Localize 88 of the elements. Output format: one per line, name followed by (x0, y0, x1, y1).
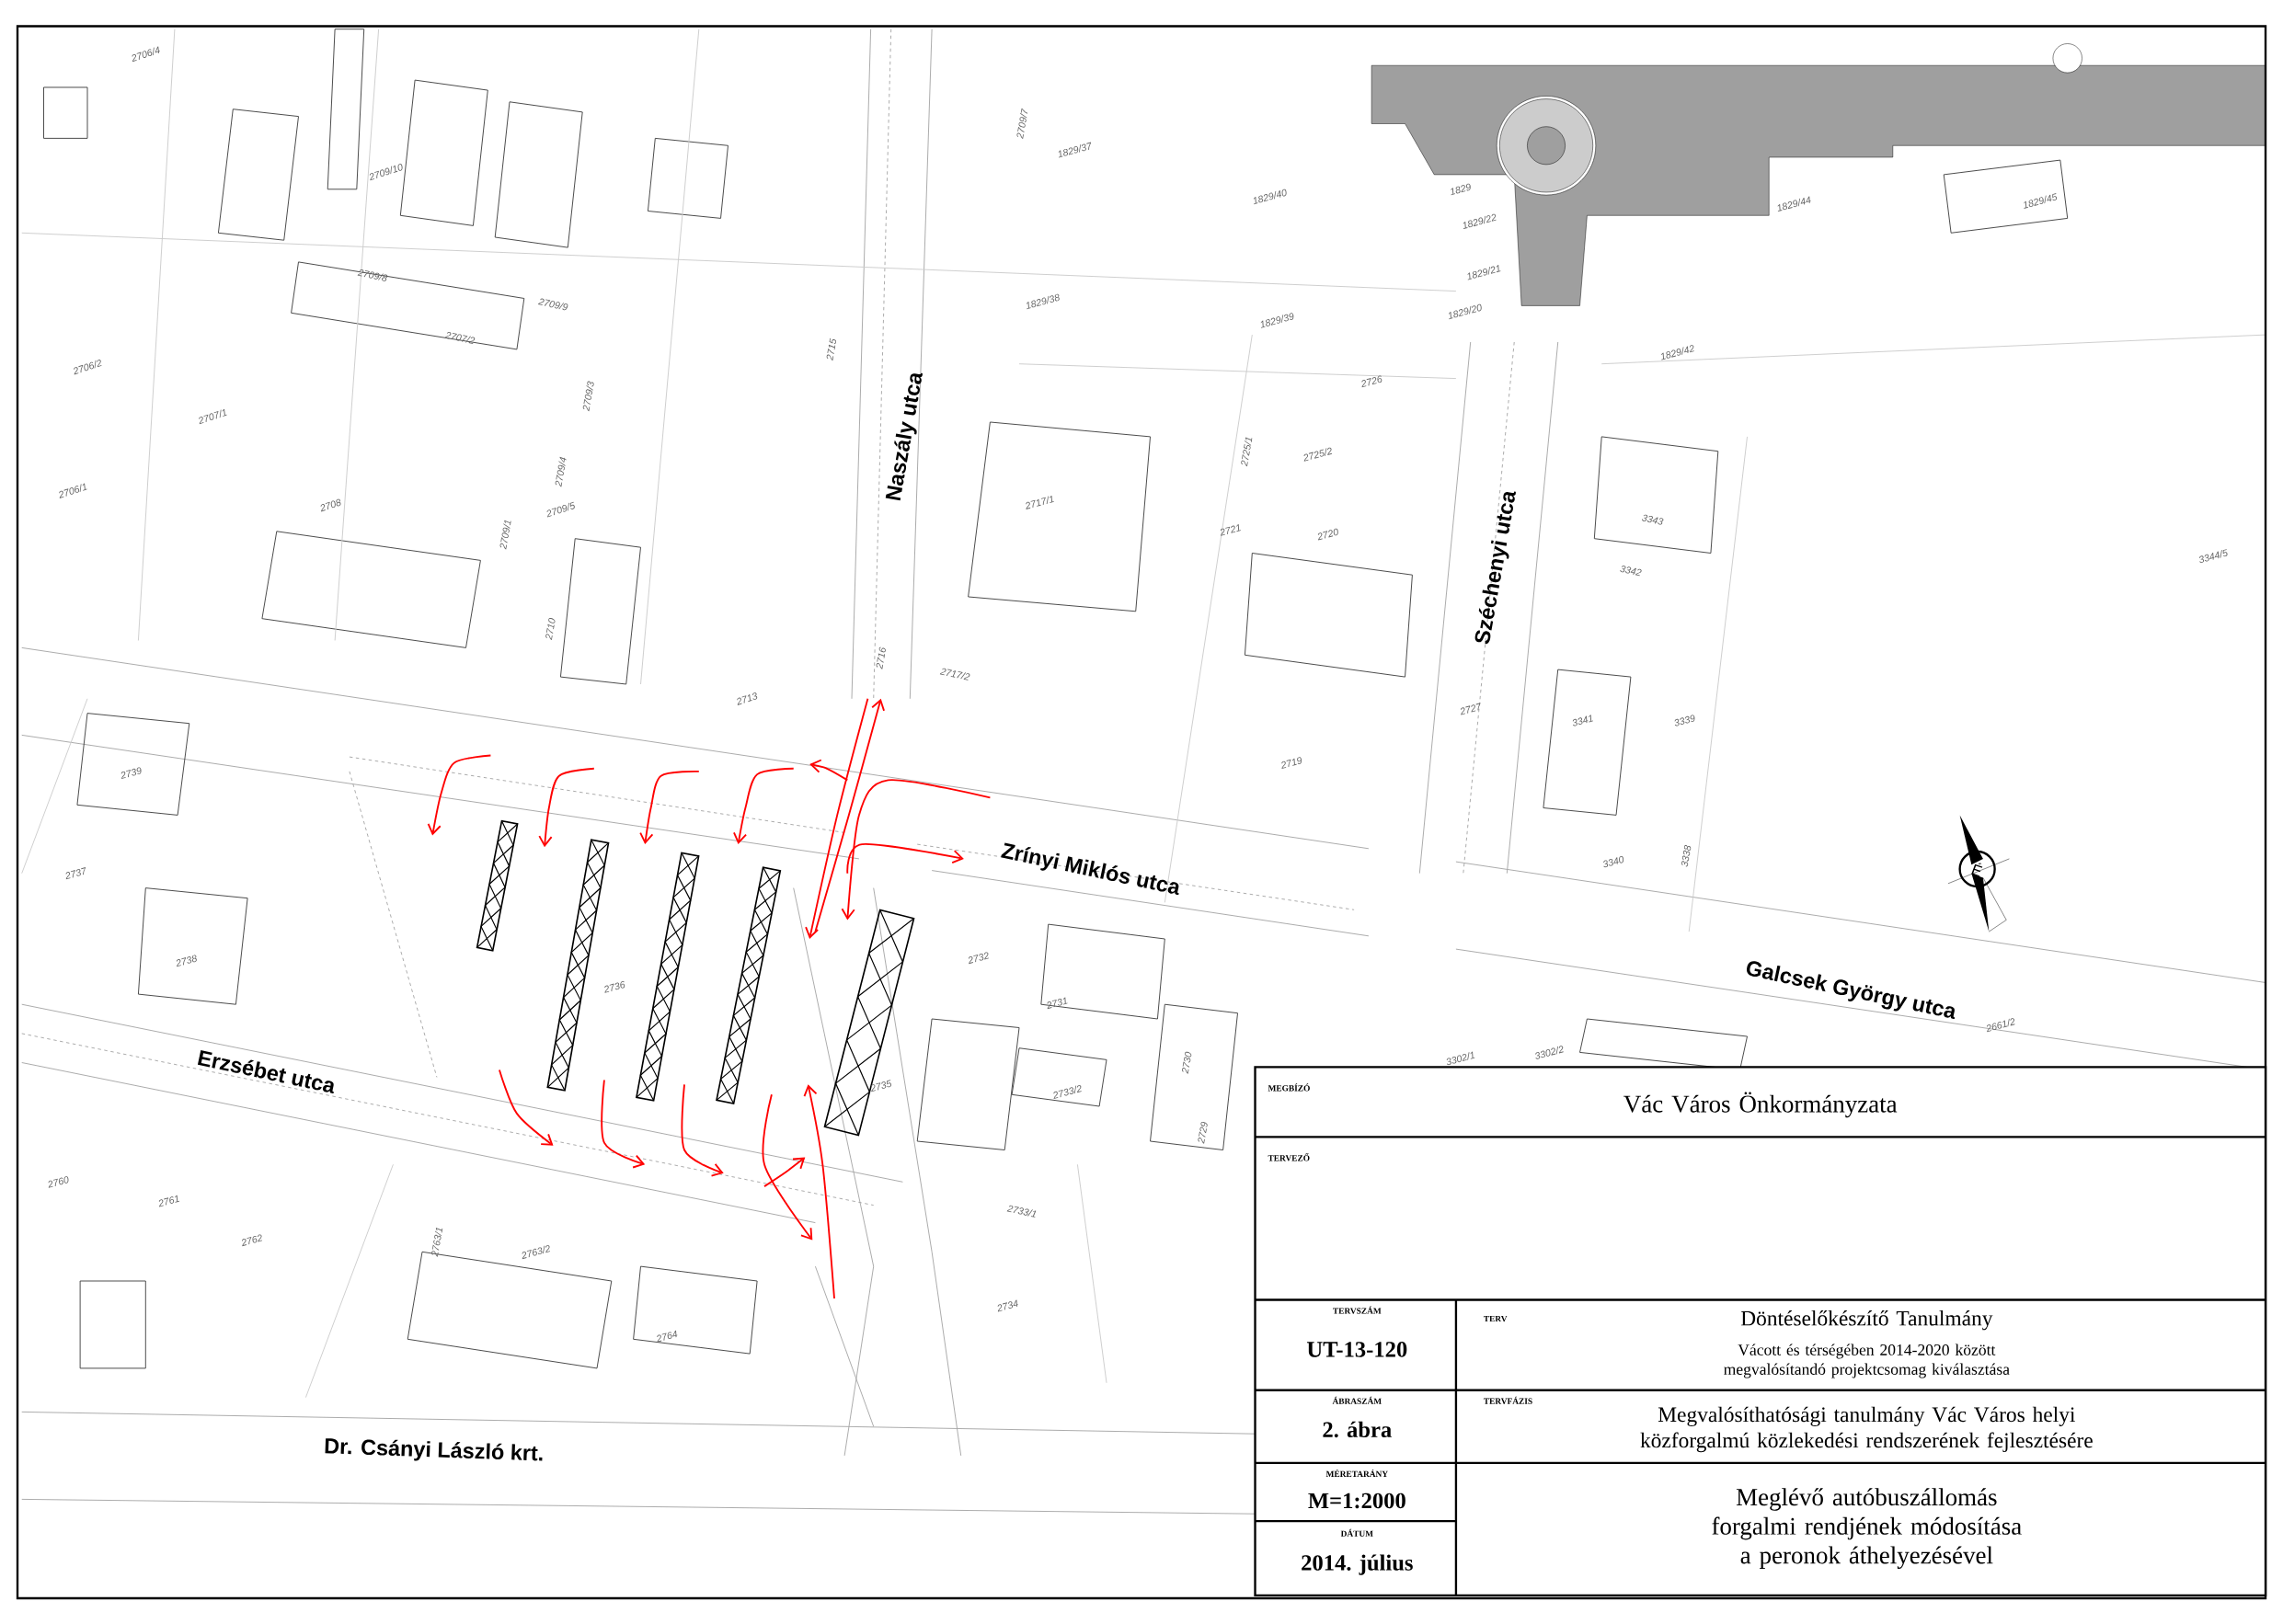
title-block-text: Vác Város Önkormányzata (1623, 1092, 1898, 1118)
parcel-number: 3343 (1642, 514, 1664, 525)
parcel-number: 3302/1 (1446, 1051, 1475, 1066)
parcel-number: 2719 (1281, 757, 1302, 769)
parcel-number: 1829/20 (1449, 303, 1482, 320)
parcel-number: 2721 (1220, 524, 1241, 536)
parcel-number: 2764 (657, 1330, 678, 1343)
title-block-text: Megvalósíthatósági tanulmány Vác Város helyi közforgalmú közlekedési rendszerének fejlesztésére (1640, 1406, 2093, 1453)
parcel-number: 2727 (1460, 703, 1481, 715)
parcel-number: 2706/1 (59, 483, 87, 498)
street-name: Széchenyi utca (1474, 491, 1516, 645)
parcel-number: 1829/40 (1253, 189, 1287, 205)
title-block-header: ÁBRASZÁM (1332, 1396, 1382, 1404)
parcel-number: 2729 (1198, 1121, 1208, 1144)
parcel-number: 2706/2 (74, 360, 102, 375)
title-block-text: Döntéselőkészítő Tanulmány (1740, 1310, 1993, 1331)
street-name: Galcsek György utca (1747, 961, 1956, 1019)
parcel-number: 2709/4 (555, 456, 567, 487)
parcel-number: 2734 (997, 1299, 1018, 1312)
parcel-number: 1829/22 (1463, 213, 1497, 230)
parcel-number: 2709/7 (1016, 108, 1028, 140)
parcel-number: 2736 (604, 980, 625, 993)
parcel-number: 1829/39 (1260, 313, 1294, 328)
parcel-number: 2735 (870, 1080, 891, 1092)
title-block-header: TERVSZÁM (1333, 1306, 1382, 1314)
title-block-text: Vácott és térségében 2014-2020 között megvalósítandó projektcsomag kiválasztása (1724, 1344, 2010, 1378)
parcel-number: 2739 (120, 767, 142, 780)
parcel-number: 1829/21 (1467, 265, 1501, 280)
parcel-number: 2709/8 (357, 269, 388, 281)
parcel-number: 1829/44 (1777, 196, 1811, 212)
title-block-header: TERV (1483, 1315, 1508, 1322)
parcel-number: 2717/2 (939, 668, 970, 680)
title-block-value: 2. ábra (1323, 1421, 1392, 1438)
parcel-number: 1829/45 (2024, 193, 2058, 209)
parcel-number: 2720 (1317, 528, 1338, 541)
parcel-number: 2760 (48, 1176, 69, 1188)
parcel-number: 2763/1 (431, 1228, 443, 1257)
street-name: Zrínyi Miklós utca (1001, 842, 1179, 896)
parcel-number: 2709/1 (499, 520, 511, 550)
parcel-number: 3341 (1572, 715, 1593, 726)
title-block-value: M=1:2000 (1308, 1492, 1405, 1509)
parcel-number: 2715 (826, 337, 837, 361)
parcel-number: 1829/42 (1661, 345, 1694, 360)
parcel-number: 2730 (1181, 1051, 1192, 1074)
parcel-number: 3338 (1681, 844, 1692, 867)
title-block-header: DÁTUM (1340, 1528, 1373, 1537)
parcel-number: 2762 (242, 1234, 262, 1247)
title-block-text: Meglévő autóbuszállomás forgalmi rendjének módosítása a peronok áthelyezésével (1712, 1488, 2022, 1569)
parcel-number: 2717/1 (1026, 495, 1054, 509)
parcel-number: 3340 (1603, 855, 1624, 868)
parcel-number: 2725/2 (1303, 447, 1332, 462)
parcel-number: 2732 (968, 952, 989, 965)
parcel-number: 2707/2 (444, 332, 476, 344)
street-name: Dr. Csányi László krt. (325, 1438, 543, 1461)
parcel-number: 2725/1 (1241, 437, 1253, 467)
parcel-number: 2707/1 (199, 408, 227, 425)
parcel-number: 2726 (1361, 375, 1382, 388)
title-block-header: TERVFÁZIS (1483, 1396, 1532, 1404)
parcel-number: 3344/5 (2199, 549, 2228, 564)
parcel-number: 1829 (1451, 183, 1471, 196)
street-name: Erzsébet utca (197, 1050, 334, 1093)
title-block-header: TERVEZŐ (1268, 1153, 1310, 1161)
parcel-number: 2709/5 (546, 501, 575, 518)
parcel-number: 2737 (65, 867, 86, 880)
parcel-number: 2706/4 (132, 46, 160, 63)
parcel-number: 3302/2 (1535, 1046, 1564, 1059)
parcel-number: 3342 (1620, 566, 1642, 577)
parcel-number: 2733/1 (1006, 1205, 1037, 1218)
parcel-number: 2709/3 (582, 381, 594, 412)
street-name: Naszály utca (885, 372, 923, 501)
title-block-header: MEGBÍZÓ (1268, 1083, 1310, 1092)
parcel-number: 2709/9 (537, 298, 568, 311)
title-block-value: 2014. július (1302, 1554, 1413, 1575)
parcel-number: 2731 (1047, 997, 1068, 1010)
parcel-number: 2661/2 (1986, 1018, 2015, 1033)
parcel-number: 2738 (176, 955, 197, 967)
parcel-number: 2710 (545, 618, 556, 641)
title-block-value: UT-13-120 (1307, 1342, 1407, 1357)
north-label: É (1971, 863, 1983, 877)
parcel-number: 1829/38 (1027, 293, 1060, 310)
parcel-number: 2761 (158, 1195, 179, 1207)
parcel-number: 2716 (876, 646, 886, 669)
title-block-header: MÉRETARÁNY (1325, 1469, 1388, 1477)
parcel-number: 2763/2 (522, 1245, 550, 1260)
parcel-number: 2713 (737, 692, 758, 705)
parcel-number: 2733/2 (1053, 1085, 1082, 1100)
parcel-number: 3339 (1674, 715, 1695, 726)
parcel-number: 2708 (320, 498, 341, 512)
